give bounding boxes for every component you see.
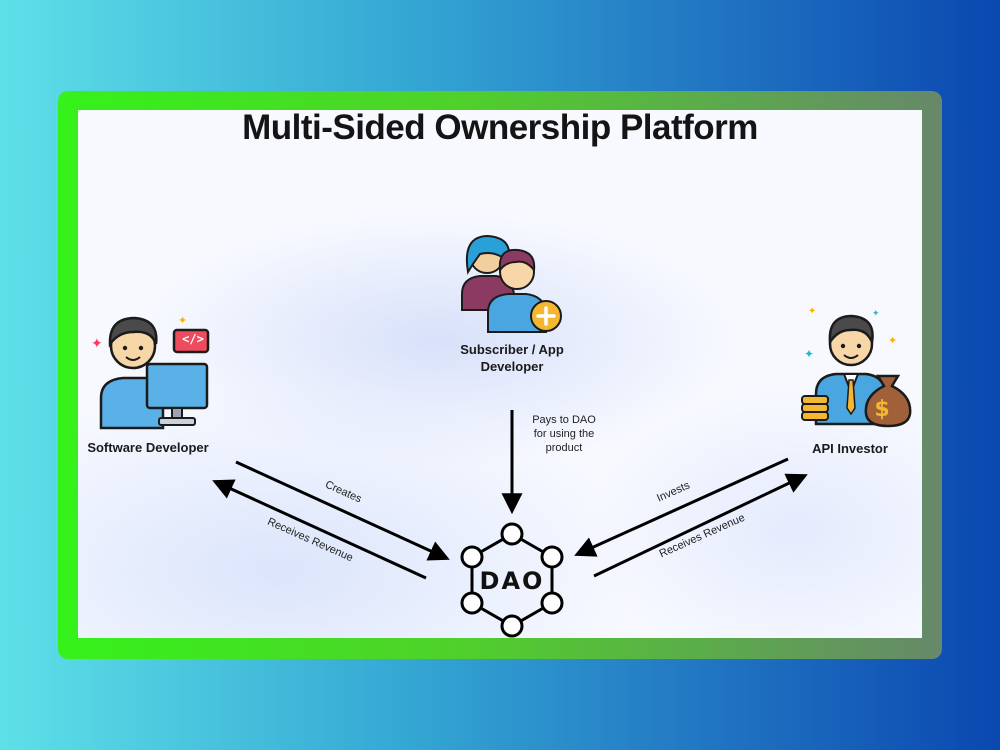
svg-text:✦: ✦ bbox=[888, 334, 897, 347]
svg-text:✦: ✦ bbox=[808, 306, 816, 317]
svg-text:✦: ✦ bbox=[872, 309, 880, 319]
dao-label: DAO bbox=[479, 567, 545, 595]
creates-arrow bbox=[235, 460, 450, 561]
diagram-canvas: Multi-Sided Ownership Platform ✦ ✦ ✦ < bbox=[78, 110, 922, 638]
code-badge-text: </> bbox=[182, 332, 204, 346]
investor-revenue-arrow bbox=[593, 473, 808, 578]
dao-network-icon bbox=[460, 522, 564, 638]
invests-arrow bbox=[574, 457, 789, 557]
api-investor-icon: ✦ ✦ ✦ ✦ bbox=[801, 306, 912, 428]
arrows-layer bbox=[212, 410, 808, 580]
pays-edge-label: Pays to DAO for using the product bbox=[524, 413, 604, 455]
subscriber-label-line2: Developer bbox=[480, 359, 544, 374]
svg-text:✦: ✦ bbox=[804, 347, 814, 361]
software-developer-label: Software Developer bbox=[87, 440, 209, 455]
subscriber-icon bbox=[461, 234, 562, 333]
pays-label-line1: Pays to DAO bbox=[532, 414, 596, 426]
api-investor-label: API Investor bbox=[812, 441, 888, 456]
svg-text:✦: ✦ bbox=[178, 314, 187, 327]
pays-label-line2: for using the bbox=[533, 428, 595, 440]
subscriber-label-line1: Subscriber / App bbox=[460, 342, 564, 357]
software-developer-icon: ✦ ✦ ✦ bbox=[91, 314, 209, 430]
dollar-sign-text: $ bbox=[874, 397, 890, 422]
svg-text:✦: ✦ bbox=[91, 336, 103, 352]
dev-revenue-arrow bbox=[212, 479, 427, 580]
diagram-title: Multi-Sided Ownership Platform bbox=[242, 110, 758, 147]
pays-label-line3: product bbox=[545, 442, 583, 454]
